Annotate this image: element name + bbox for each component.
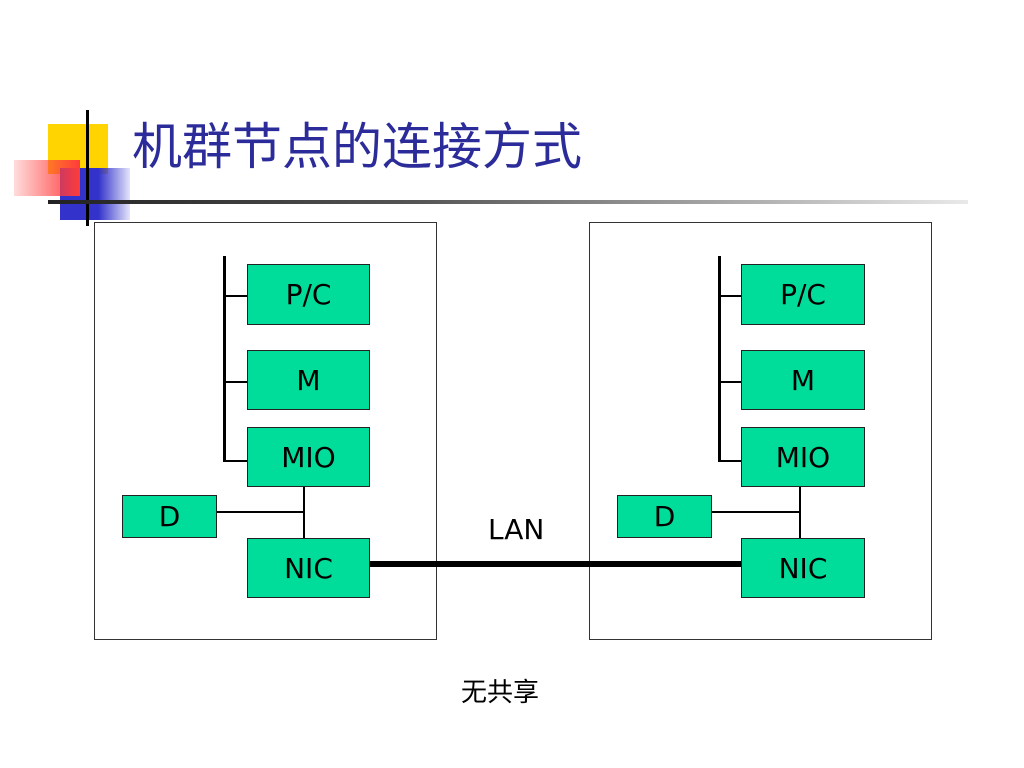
mio-nic-link xyxy=(303,486,305,538)
bus-tap-mem xyxy=(223,381,247,383)
bus-tap-pc xyxy=(223,295,247,297)
mio-box: MIO xyxy=(741,427,865,487)
nic-box: NIC xyxy=(741,538,865,598)
processor-cache-box: P/C xyxy=(247,264,370,325)
mio-box: MIO xyxy=(247,427,370,487)
mio-nic-link xyxy=(799,486,801,538)
system-bus-line xyxy=(223,256,226,462)
bus-tap-mio xyxy=(718,460,742,462)
bus-tap-mio xyxy=(223,460,247,462)
bus-tap-pc xyxy=(718,295,742,297)
memory-box: M xyxy=(247,350,370,410)
memory-box: M xyxy=(741,350,865,410)
disk-link xyxy=(712,511,800,513)
nic-box: NIC xyxy=(247,538,370,598)
system-bus-line xyxy=(718,256,721,462)
lan-link-line xyxy=(370,561,741,567)
deco-vertical-line xyxy=(86,110,89,226)
title-underline xyxy=(48,200,968,204)
bus-tap-mem xyxy=(718,381,742,383)
slide-title: 机群节点的连接方式 xyxy=(132,118,582,176)
lan-label: LAN xyxy=(488,513,545,546)
slide-caption: 无共享 xyxy=(461,678,540,708)
disk-link xyxy=(217,511,304,513)
disk-box: D xyxy=(617,495,712,538)
processor-cache-box: P/C xyxy=(741,264,865,325)
disk-box: D xyxy=(122,495,217,538)
deco-red-bar xyxy=(14,160,80,196)
